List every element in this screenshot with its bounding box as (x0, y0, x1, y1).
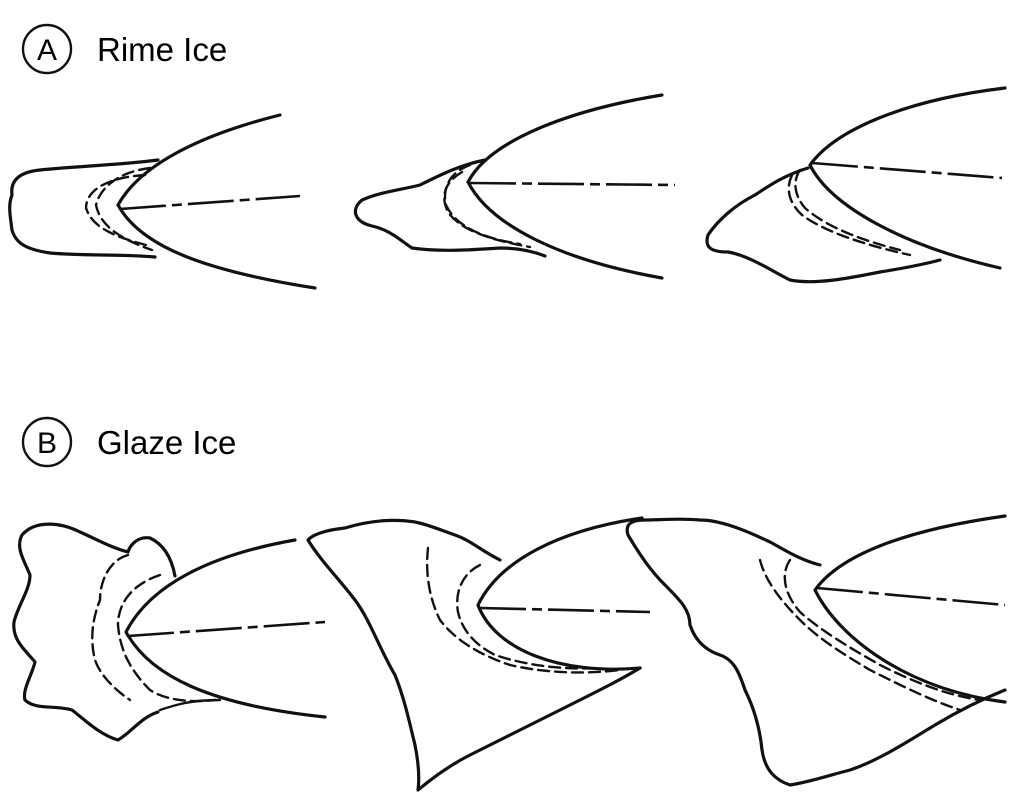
airfoil-leading-edge (815, 516, 1005, 702)
chord-line (128, 622, 325, 636)
airfoil-leading-edge (478, 518, 642, 669)
ice-outline (14, 524, 175, 740)
glaze-ice-shape-3 (627, 516, 1005, 785)
ice-layer-dashed (789, 175, 910, 255)
ice-outline (355, 160, 545, 256)
ice-layer-dashed (785, 560, 980, 700)
chord-line (812, 163, 1002, 178)
chord-line (480, 608, 650, 612)
chord-line (120, 196, 300, 209)
rime-ice-shape-2 (355, 95, 675, 278)
rime-ice-shape-1 (10, 115, 315, 288)
panel-b-title: Glaze Ice (97, 424, 236, 461)
panel-a-header: A Rime Ice (23, 25, 227, 73)
ice-layer-dashed (92, 555, 130, 700)
panel-b-letter: B (37, 427, 57, 460)
glaze-ice-shape-1 (14, 524, 325, 740)
ice-outline (308, 520, 640, 790)
airfoil-leading-edge (810, 88, 1005, 268)
airfoil-leading-edge (468, 95, 662, 278)
panel-b: B Glaze Ice (14, 418, 1005, 790)
panel-a: A Rime Ice (10, 25, 1005, 288)
ice-outline (627, 519, 1005, 785)
chord-line (470, 183, 675, 185)
panel-b-header: B Glaze Ice (23, 418, 236, 466)
panel-a-title: Rime Ice (97, 31, 227, 68)
ice-layer-dashed (118, 575, 215, 701)
rime-ice-shape-3 (707, 88, 1005, 282)
panel-a-letter: A (37, 34, 57, 67)
chord-line (817, 588, 1005, 605)
glaze-ice-shape-2 (308, 518, 650, 790)
